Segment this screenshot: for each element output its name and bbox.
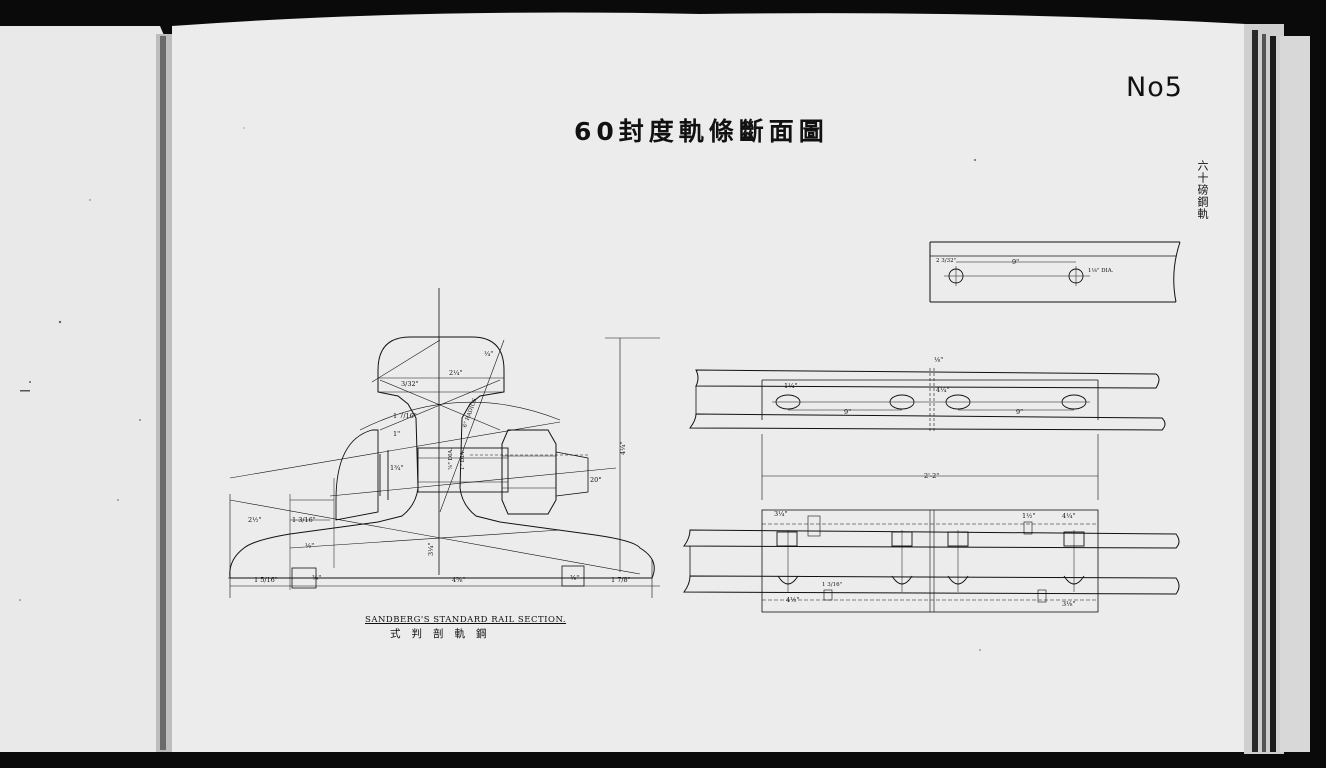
dim-4-1-2: 4½"	[786, 596, 799, 604]
dim-2-1-2: 2½"	[248, 516, 261, 524]
dim-head-width: 2¼"	[449, 369, 462, 377]
dim-3-32: 3/32"	[401, 380, 419, 388]
dim-3-1-4: 3¼"	[774, 510, 787, 518]
dim-1-1-8-dia: 1⅛" DIA.	[1088, 268, 1114, 274]
fish-plate-elevation	[689, 368, 1166, 500]
dim-9-top: 9"	[1012, 258, 1019, 266]
dim-7-8-dia: ⅞" DIA.	[448, 448, 454, 470]
dim-1-3-4: 1¾"	[390, 464, 403, 472]
dim-1-8: ⅛"	[934, 356, 943, 364]
dim-base-width: 4⅝"	[452, 576, 465, 584]
cross-section-caption-cn: 式判剖軌鋼	[390, 628, 498, 640]
fish-plate-plan	[683, 509, 1180, 613]
dim-1-3-16: 1 3/16"	[292, 516, 316, 524]
dim-2-3-32: 2 3/32"	[936, 258, 956, 264]
dim-2-2: 2'-2"	[924, 472, 939, 480]
dim-1-3-16-plan: 1 3/16"	[822, 582, 842, 588]
dim-3-8-right: ⅜"	[570, 574, 579, 582]
dim-1-7-16: 1 7/16"	[393, 412, 417, 420]
dim-1in: 1"	[393, 430, 400, 438]
side-label: 六十磅鋼軌	[1196, 160, 1209, 220]
dim-base-left: 1 5/16"	[254, 576, 278, 584]
dim-1-dia: 1" DIA.	[460, 450, 466, 470]
dim-height: 4¼"	[619, 442, 627, 455]
dim-base-right: 1 7/8"	[611, 576, 631, 584]
page-title: 60封度軌條斷面圖	[574, 117, 829, 146]
fish-plate-elevation-dim-labels: ⅛" 1¼" 4¼" 9" 9" 2'-2"	[784, 356, 1023, 480]
dim-1-1-4: 1¼"	[784, 382, 797, 390]
dim-9-left: 9"	[844, 408, 851, 416]
dim-quarter: ¼"	[484, 350, 493, 358]
dim-3-8-left: ⅜"	[312, 574, 321, 582]
rail-cross-section	[228, 288, 660, 598]
dim-web-height: 3¼"	[427, 543, 435, 556]
rail-top-plan	[929, 241, 1181, 303]
dim-9-right: 9"	[1016, 408, 1023, 416]
right-page	[172, 12, 1254, 752]
dim-half: ½"	[305, 542, 314, 550]
cross-section-caption: SANDBERG'S STANDARD RAIL SECTION.	[365, 615, 567, 625]
dim-3-1-8: 3⅛"	[1062, 600, 1075, 608]
top-plan-dim-labels: 2 3/32" 9" 1⅛" DIA.	[936, 258, 1114, 274]
dim-angle: 20°	[590, 476, 602, 484]
page-number: No5	[1126, 72, 1183, 103]
dim-4-1-4-plan: 4¼"	[1062, 512, 1075, 520]
left-page	[0, 26, 166, 752]
dim-1-1-2: 1½"	[1022, 512, 1035, 520]
fish-plate-plan-dim-labels: 3¼" 1½" 4¼" 1 3/16" 4½" 3⅛"	[774, 510, 1075, 608]
dim-4-1-4-elev: 4¼"	[936, 386, 949, 394]
